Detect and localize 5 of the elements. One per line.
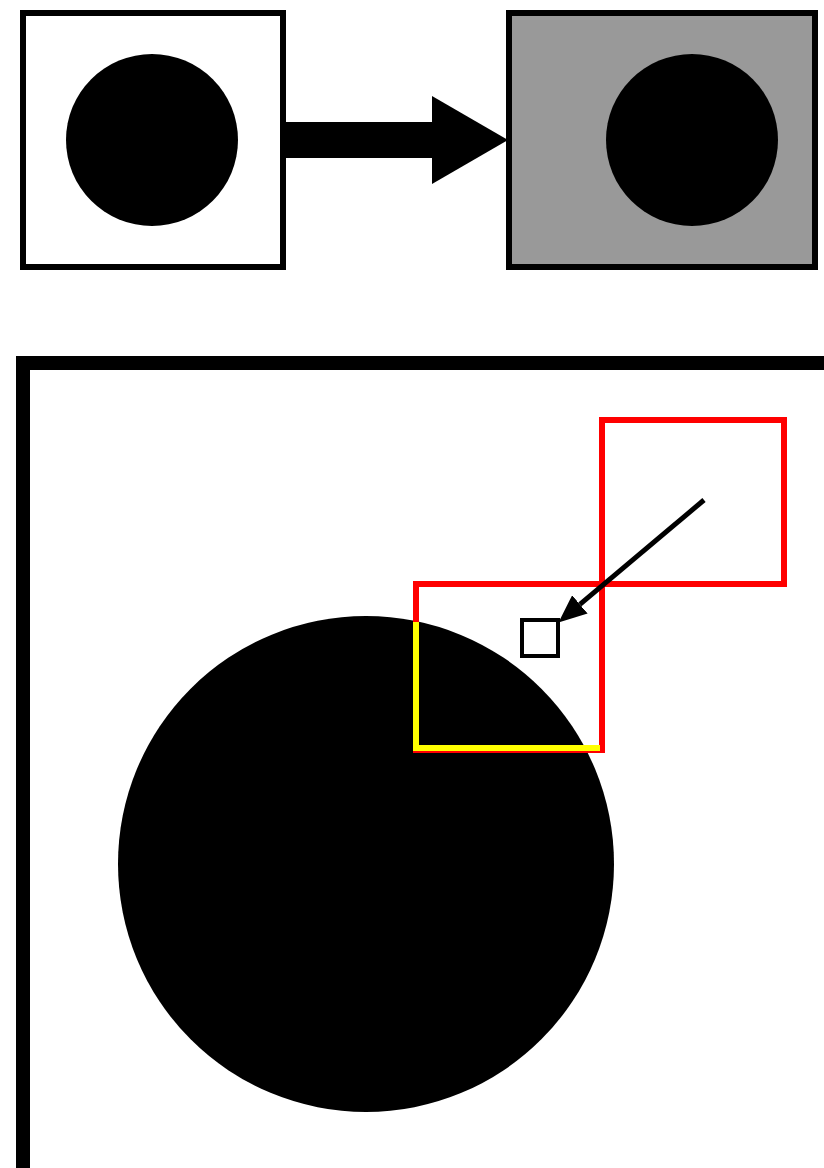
framed-circle-drawing	[20, 10, 286, 270]
arrow	[558, 498, 706, 623]
shaded-circle-drawing	[506, 10, 818, 270]
arrow	[286, 96, 508, 184]
small-square	[520, 618, 560, 658]
